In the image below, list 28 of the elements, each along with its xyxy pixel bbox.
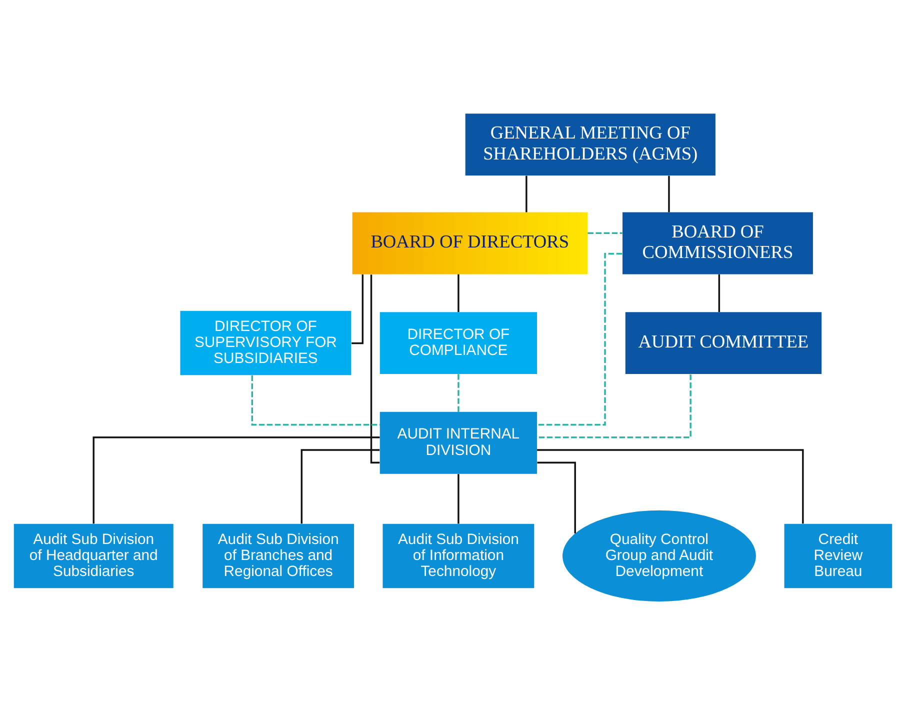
- connector: [525, 176, 527, 212]
- connector: [250, 375, 380, 426]
- node-box: AUDIT COMMITTEE: [624, 312, 822, 374]
- connector: [457, 274, 459, 312]
- connector: [457, 374, 459, 412]
- connector: [351, 274, 363, 344]
- connector: [92, 436, 380, 524]
- node-ellipse: Quality Control Group and Audit Development: [562, 510, 756, 602]
- node-box: Credit Review Bureau: [784, 524, 892, 588]
- connector: [587, 232, 622, 234]
- node-box: GENERAL MEETING OF SHAREHOLDERS (AGMS): [464, 114, 715, 176]
- node-box: DIRECTOR OF COMPLIANCE: [379, 312, 537, 374]
- node-box: Audit Sub Division of Information Technology: [382, 524, 534, 588]
- node-box: AUDIT INTERNAL DIVISION: [379, 412, 537, 474]
- connector: [536, 374, 691, 438]
- connector: [668, 176, 670, 212]
- connector: [718, 274, 720, 312]
- node-box: BOARD OF COMMISSIONERS: [622, 212, 812, 274]
- connector: [300, 449, 380, 524]
- connector: [536, 462, 576, 534]
- connector: [536, 449, 804, 524]
- connector: [457, 474, 459, 524]
- connector: [536, 252, 622, 426]
- node-box: BOARD OF DIRECTORS: [352, 212, 588, 274]
- node-box: Audit Sub Division of Headquarter and Subsidiaries: [13, 524, 173, 588]
- node-box: Audit Sub Division of Branches and Regional Offices: [202, 524, 354, 588]
- connector: [370, 274, 380, 464]
- node-box: DIRECTOR OF SUPERVISORY FOR SUBSIDIARIES: [180, 310, 351, 376]
